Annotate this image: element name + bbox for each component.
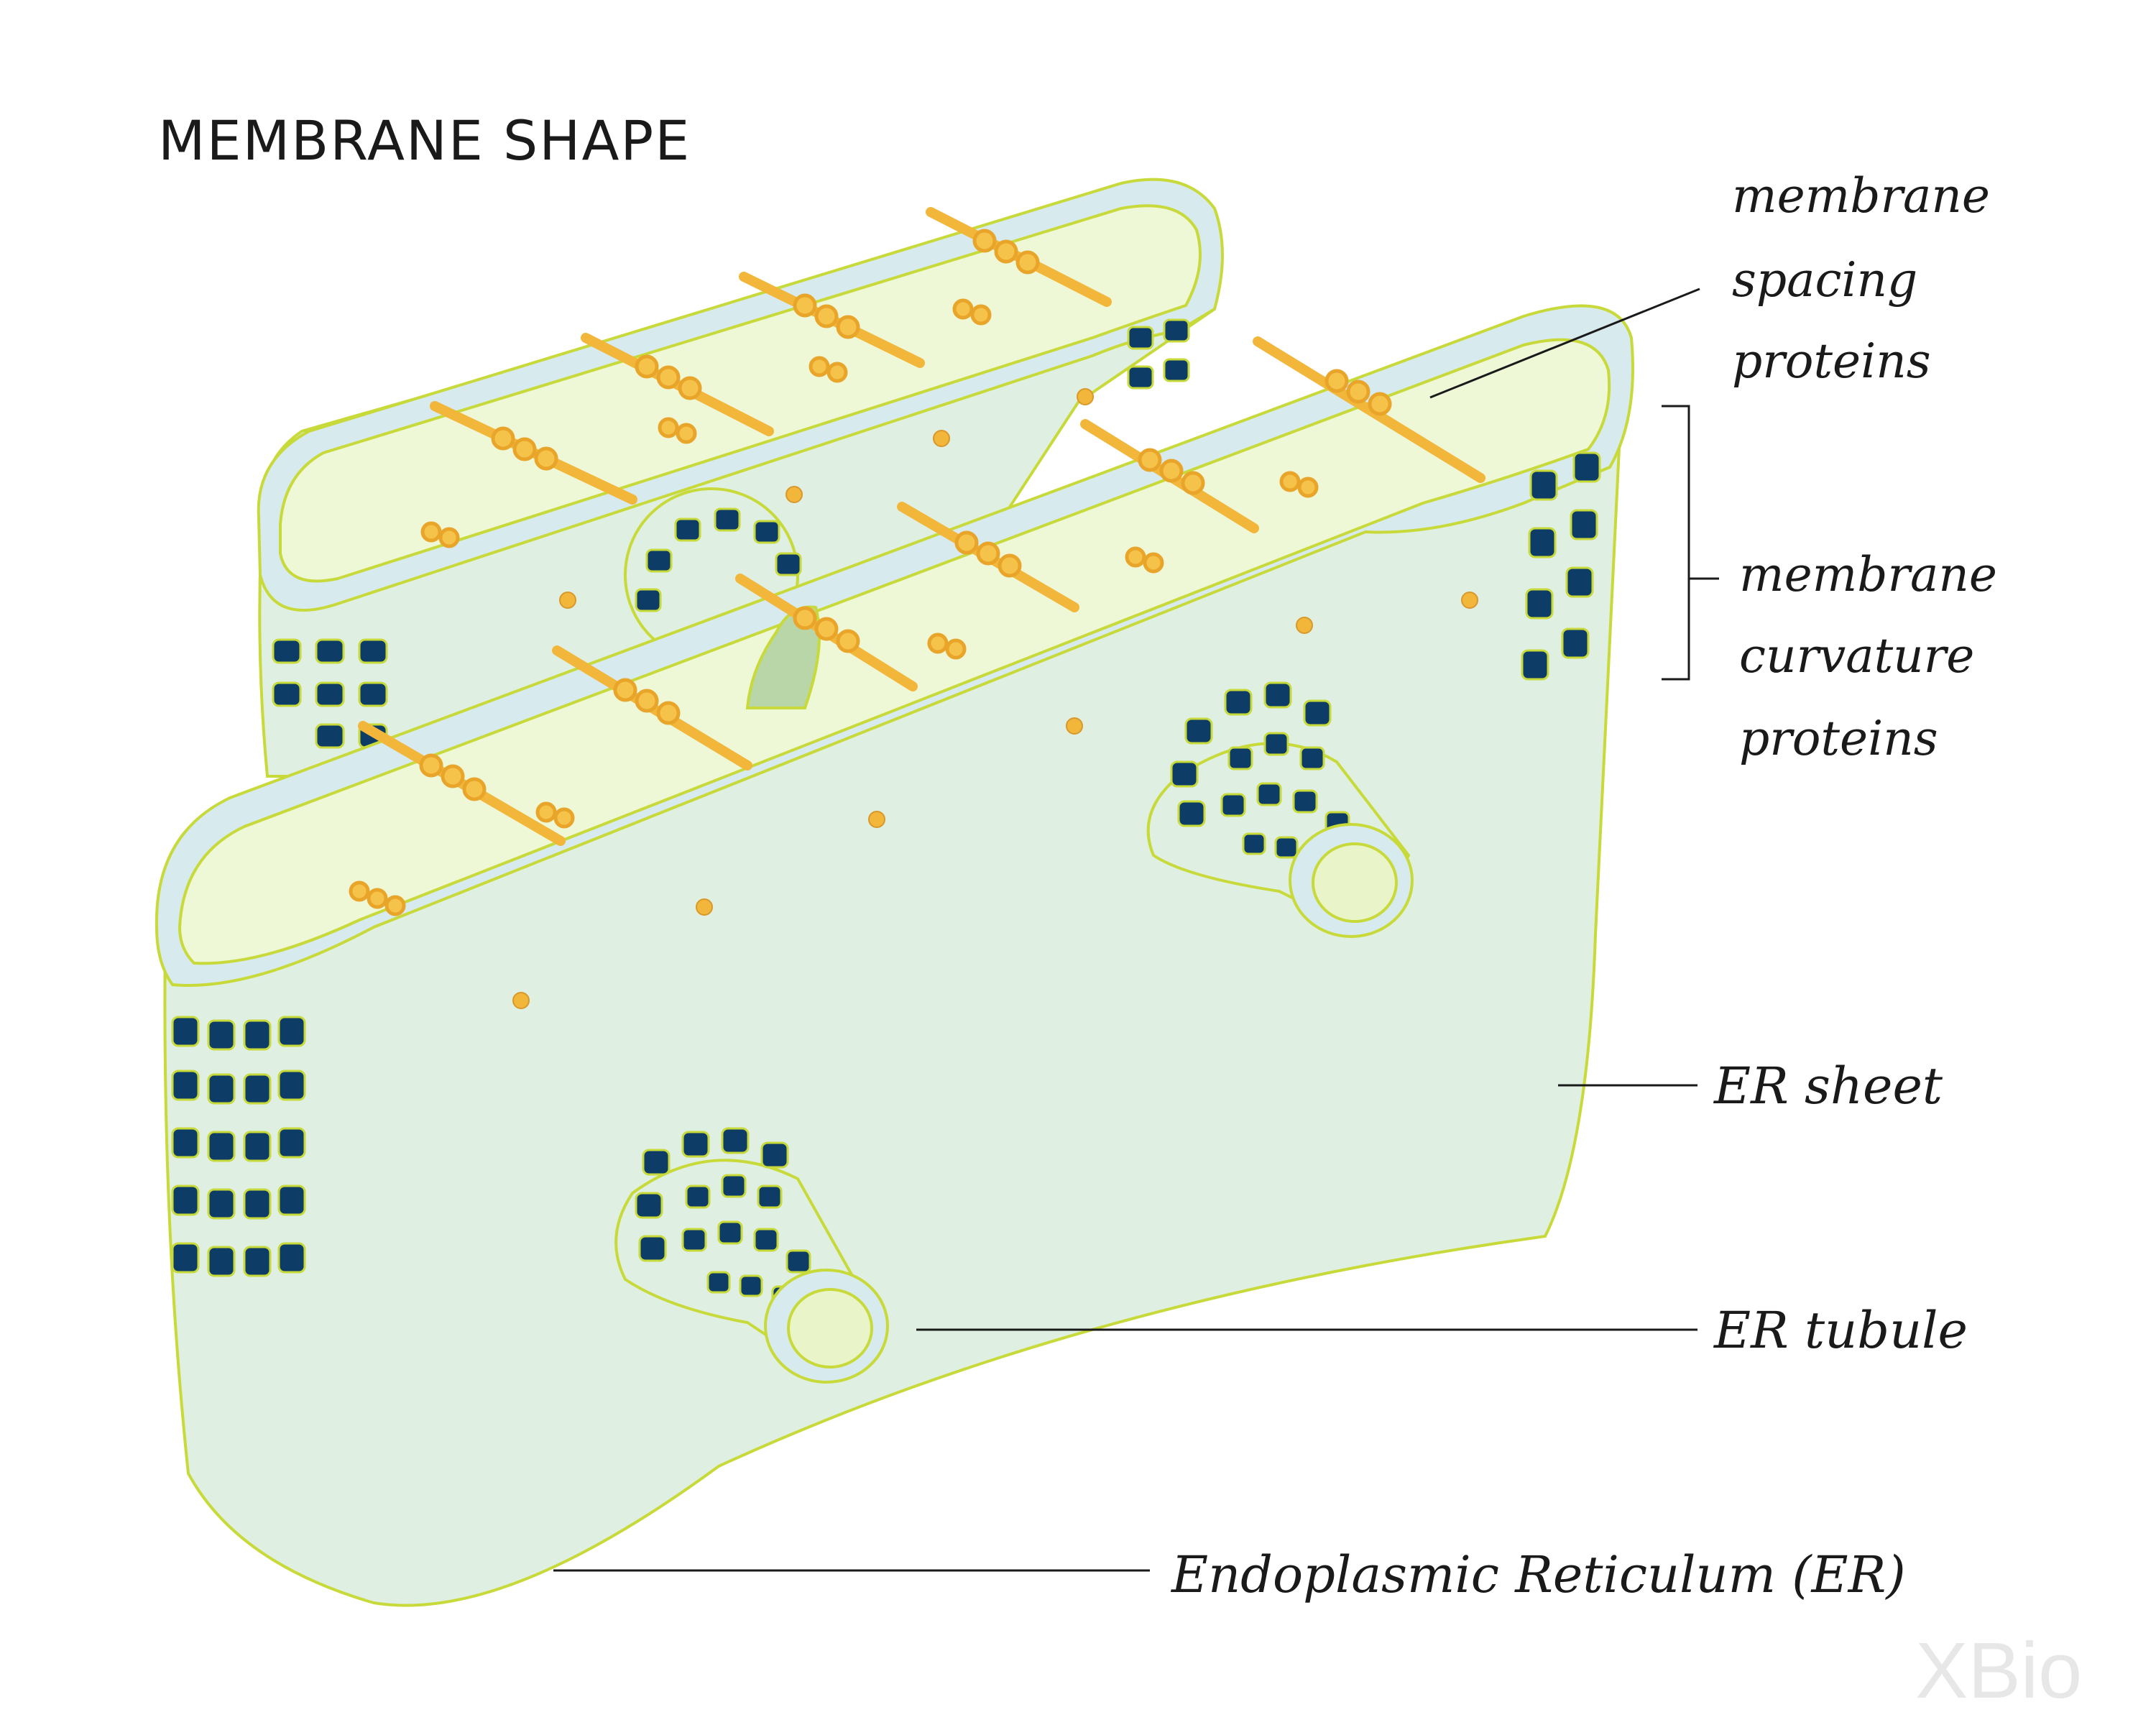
- upper-er-tubule: [1146, 681, 1414, 938]
- label-er-sheet: ER sheet: [1558, 1057, 1943, 1116]
- back-sheet-proteins: [420, 207, 1112, 548]
- back-er-sheet: [257, 178, 1224, 778]
- label-spacing-line1: membrane: [1732, 168, 1990, 224]
- back-sheet-pores: [272, 638, 388, 749]
- diagram-title: MEMBRANE SHAPE: [158, 109, 691, 172]
- front-sheet-proteins: [349, 336, 1485, 916]
- xbio-logo-text: XBio: [1915, 1627, 2082, 1715]
- front-sheet-left-pores: [171, 1016, 306, 1277]
- front-er-sheet: [155, 304, 1634, 1607]
- free-proteins: [512, 388, 1478, 1009]
- lower-er-tubule: [614, 1127, 889, 1384]
- label-er-text: Endoplasmic Reticulum (ER): [1170, 1545, 1906, 1604]
- label-er-tubule-text: ER tubule: [1713, 1301, 1968, 1360]
- label-er-sheet-text: ER sheet: [1713, 1057, 1943, 1116]
- label-endoplasmic-reticulum: Endoplasmic Reticulum (ER): [553, 1545, 1906, 1604]
- label-spacing-proteins: membrane spacing proteins: [1429, 168, 1990, 399]
- label-curvature-line1: membrane: [1739, 547, 1997, 602]
- xbio-logo: XBio: [1915, 1627, 2082, 1715]
- label-curvature-proteins: membrane curvature proteins: [1662, 405, 1997, 766]
- front-sheet-right-pores: [1521, 451, 1601, 681]
- label-spacing-line3: proteins: [1732, 334, 1931, 389]
- back-sheet-right-pores: [1127, 318, 1190, 390]
- label-curvature-line3: proteins: [1739, 711, 1938, 766]
- label-er-tubule: ER tubule: [916, 1301, 1968, 1360]
- label-curvature-line2: curvature: [1739, 628, 1974, 684]
- label-spacing-line2: spacing: [1732, 252, 1917, 308]
